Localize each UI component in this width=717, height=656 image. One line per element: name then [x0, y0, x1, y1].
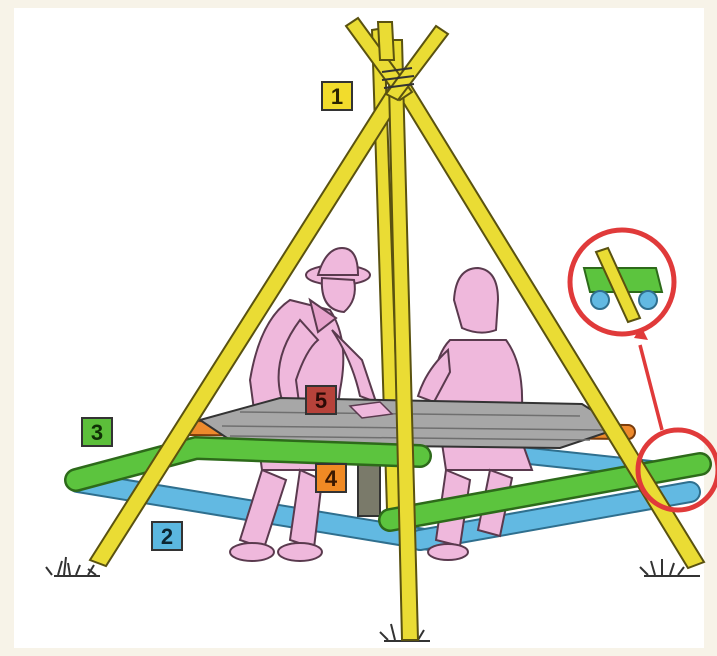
svg-text:3: 3 [91, 420, 103, 445]
label-2: 2 [152, 522, 182, 550]
svg-text:4: 4 [325, 466, 338, 491]
label-3: 3 [82, 418, 112, 446]
svg-text:5: 5 [315, 388, 327, 413]
detail-inset-icon [570, 230, 674, 334]
svg-text:2: 2 [161, 524, 173, 549]
label-4: 4 [316, 464, 346, 492]
svg-text:1: 1 [331, 84, 343, 109]
label-1: 1 [322, 82, 352, 110]
label-5: 5 [306, 386, 336, 414]
